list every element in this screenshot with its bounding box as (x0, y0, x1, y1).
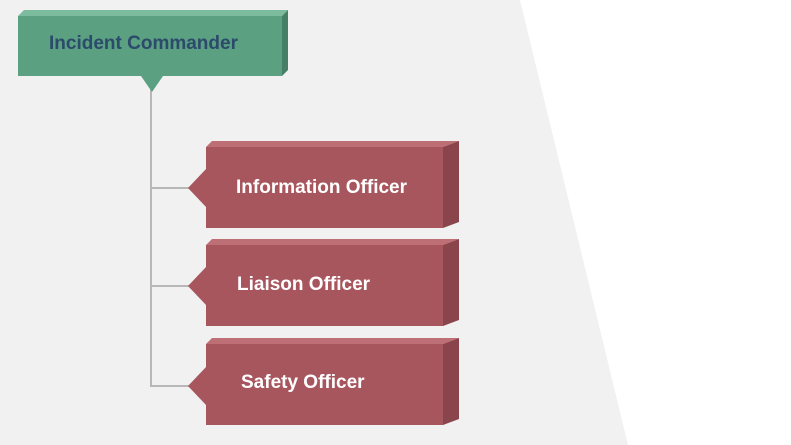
officer-title-information: Information Officer (236, 177, 408, 198)
officer-node-liaison (188, 239, 459, 326)
officer-node-safety (188, 338, 459, 425)
commander-front-face (18, 16, 282, 76)
commander-top-face (18, 10, 288, 16)
officer-title-liaison: Liaison Officer (237, 274, 371, 295)
officer-title-safety: Safety Officer (241, 372, 365, 393)
commander-side-face (282, 10, 288, 76)
commander-title: Incident Commander (49, 33, 238, 54)
officer-node-information (188, 141, 459, 228)
commander-pointer (141, 76, 163, 92)
commander-node (18, 10, 288, 92)
connector-lines (150, 88, 190, 387)
